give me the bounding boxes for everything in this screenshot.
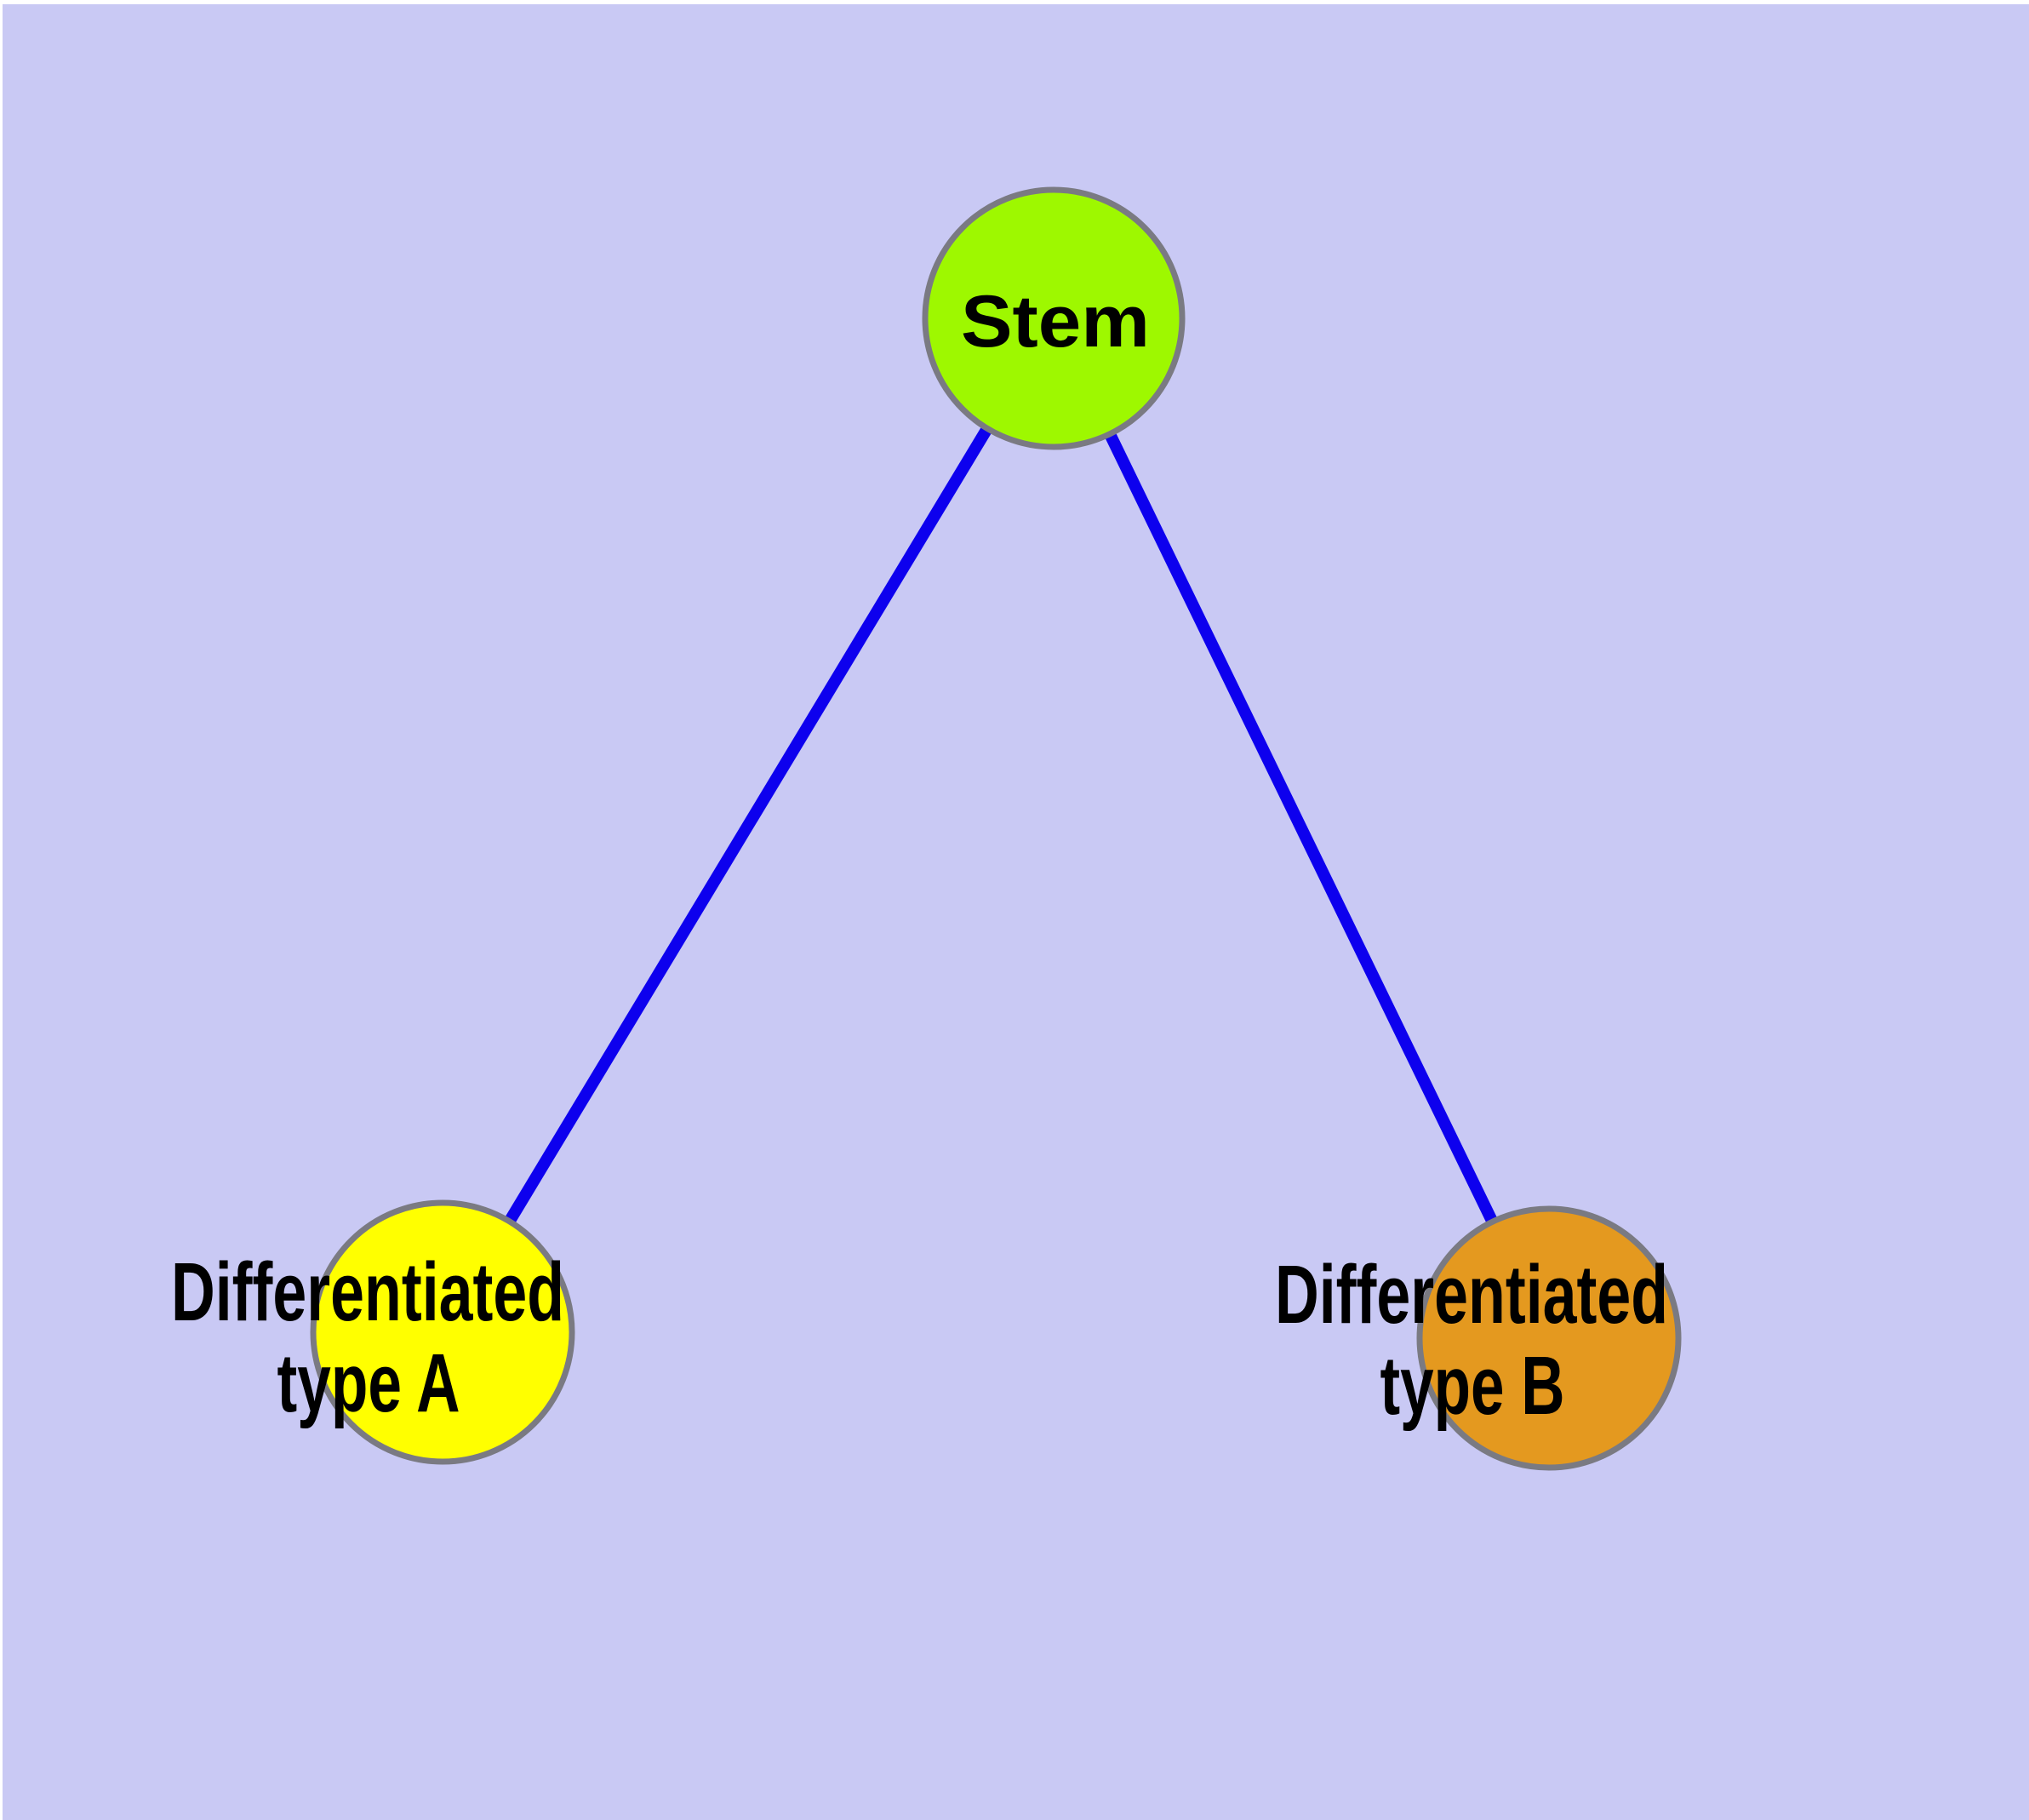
node-label-differentiated-type-a-line1: Differentiated: [171, 1245, 564, 1338]
node-label-stem: Stem: [961, 281, 1150, 363]
node-label-differentiated-type-a-line2: type A: [277, 1336, 460, 1429]
node-differentiated-type-a: [310, 1199, 575, 1465]
node-stem: [922, 186, 1186, 450]
node-label-differentiated-type-b-line2: type B: [1380, 1339, 1565, 1432]
node-label-differentiated-type-b-line1: Differentiated: [1275, 1248, 1668, 1341]
node-differentiated-type-b: [1416, 1205, 1682, 1471]
edge-stem-to-differentiated-type-a: [437, 315, 1059, 1336]
edge-stem-to-differentiated-type-b: [1048, 315, 1555, 1342]
